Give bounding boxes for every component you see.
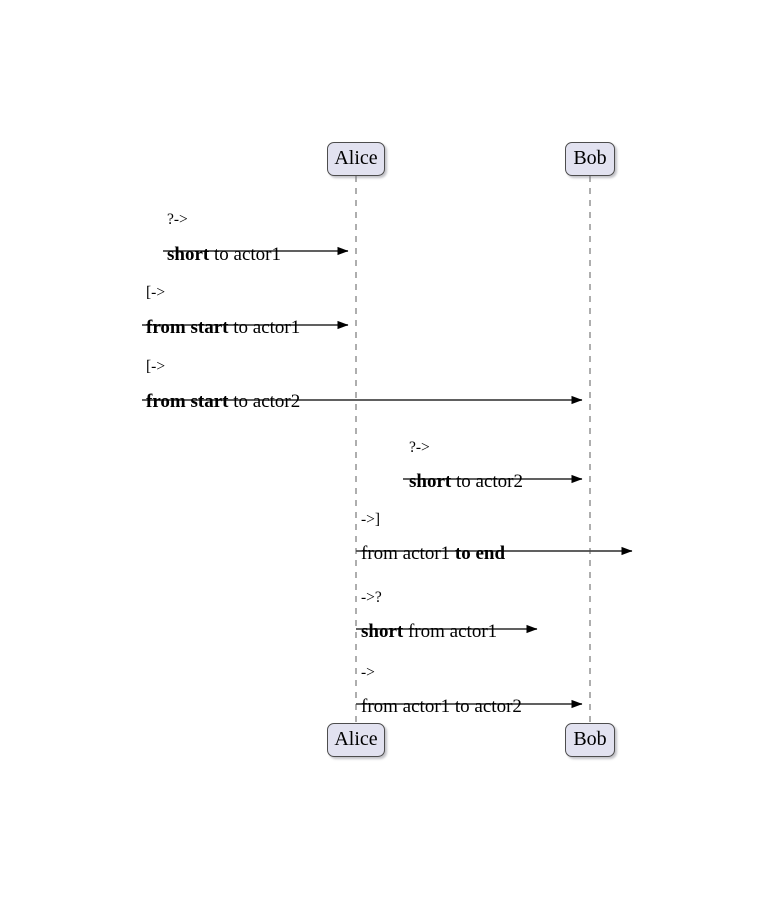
message-label-segment: to end — [454, 543, 506, 564]
message-label-segment: to actor1 — [228, 317, 301, 338]
participant-box-actor2-bottom[interactable]: Bob — [565, 723, 615, 757]
message-type-label-5: ->? — [361, 589, 382, 606]
message-type-label-6: -> — [361, 664, 375, 681]
message-arrows-group — [142, 246, 633, 709]
message-label-segment: to actor2 — [451, 471, 523, 492]
message-label-segment: short — [409, 471, 452, 492]
participant-box-actor1-bottom[interactable]: Alice — [327, 723, 385, 757]
participant-name-actor1: Alice — [334, 728, 378, 750]
message-label-4: from actor1 to end — [361, 544, 505, 563]
message-label-segment: from actor1 to actor2 — [361, 696, 522, 717]
participant-name-actor1: Alice — [334, 147, 378, 169]
message-label-6: from actor1 to actor2 — [361, 697, 522, 716]
message-label-1: from start to actor1 — [146, 318, 300, 337]
message-type-label-3: ?-> — [409, 439, 430, 456]
message-label-2: from start to actor2 — [146, 392, 300, 411]
message-label-segment: to actor2 — [228, 391, 301, 412]
message-type-label-2: [-> — [146, 358, 166, 375]
message-label-5: short from actor1 — [361, 622, 497, 641]
message-label-segment: short — [167, 244, 210, 265]
message-label-segment: from start — [146, 391, 229, 412]
message-label-segment: to actor1 — [209, 244, 281, 265]
participant-name-actor2: Bob — [573, 728, 607, 750]
message-label-segment: from start — [146, 317, 229, 338]
message-type-label-1: [-> — [146, 284, 166, 301]
message-label-segment: from actor1 — [361, 543, 455, 564]
message-type-label-0: ?-> — [167, 211, 188, 228]
message-label-segment: short — [361, 621, 404, 642]
message-label-3: short to actor2 — [409, 472, 523, 491]
participant-box-actor2-top[interactable]: Bob — [565, 142, 615, 176]
message-label-segment: from actor1 — [403, 621, 498, 642]
message-type-label-4: ->] — [361, 511, 381, 528]
message-label-0: short to actor1 — [167, 245, 281, 264]
participant-box-actor1-top[interactable]: Alice — [327, 142, 385, 176]
participant-name-actor2: Bob — [573, 147, 607, 169]
